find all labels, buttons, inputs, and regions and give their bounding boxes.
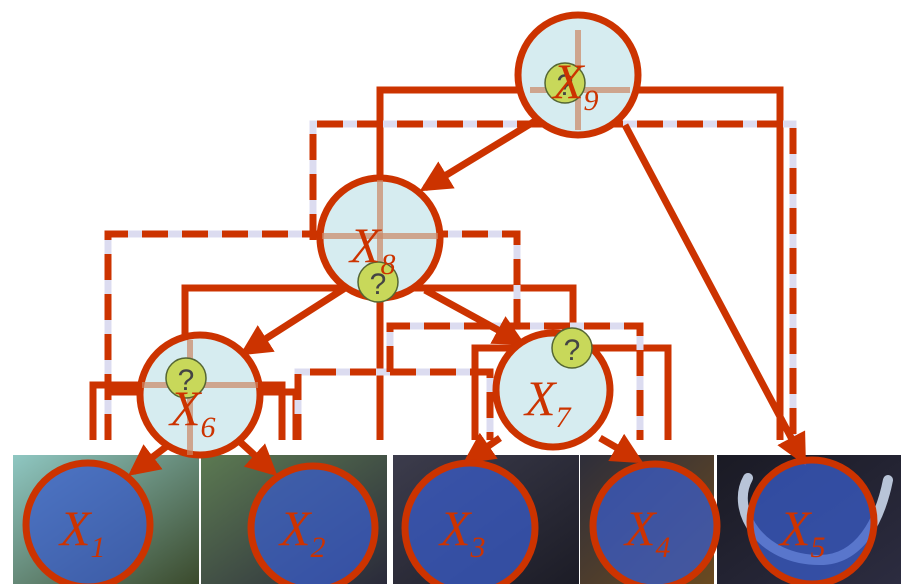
node-label-x1: X1 xyxy=(58,500,106,564)
node-x4: X4 xyxy=(589,460,721,584)
node-label-x6: X6 xyxy=(168,380,216,444)
unknown-marker-x6: ? xyxy=(178,364,195,397)
edge-x8-x6 xyxy=(239,285,347,356)
unknown-marker-x9: ? xyxy=(557,69,574,102)
node-label-x7: X7 xyxy=(523,370,573,434)
node-label-x9: X9 xyxy=(551,53,599,117)
node-label-x3: X3 xyxy=(438,500,486,564)
unknown-marker-x8: ? xyxy=(370,268,387,301)
node-x9: ? X9 xyxy=(514,11,642,139)
tree-edges xyxy=(127,115,807,477)
unknown-bubble-x7 xyxy=(551,327,593,369)
node-x2: X2 xyxy=(247,462,379,584)
unknown-marker-x7: ? xyxy=(564,334,581,367)
node-x8: ? X8 xyxy=(316,174,444,303)
node-label-x5: X5 xyxy=(778,500,826,564)
unknown-bubble-x9 xyxy=(544,62,586,104)
node-label-x4: X4 xyxy=(623,500,671,564)
edge-x8-x7 xyxy=(423,286,526,346)
unknown-bubble-x6 xyxy=(165,357,207,399)
edge-x6-x2 xyxy=(235,437,278,477)
node-label-x8: X8 xyxy=(348,217,396,281)
node-x7: ? X7 xyxy=(492,327,614,451)
edge-x9-x8 xyxy=(419,115,542,192)
node-x5: X5 xyxy=(746,456,878,584)
edge-x9-x5 xyxy=(621,123,807,466)
edge-x7-x4 xyxy=(598,433,644,464)
node-x3: X3 xyxy=(401,459,539,584)
node-x1: X1 xyxy=(22,459,154,584)
node-label-x2: X2 xyxy=(278,500,326,564)
node-x6: ? X6 xyxy=(136,331,264,459)
edge-x7-x3 xyxy=(462,432,502,464)
unknown-bubble-x8 xyxy=(357,261,399,303)
